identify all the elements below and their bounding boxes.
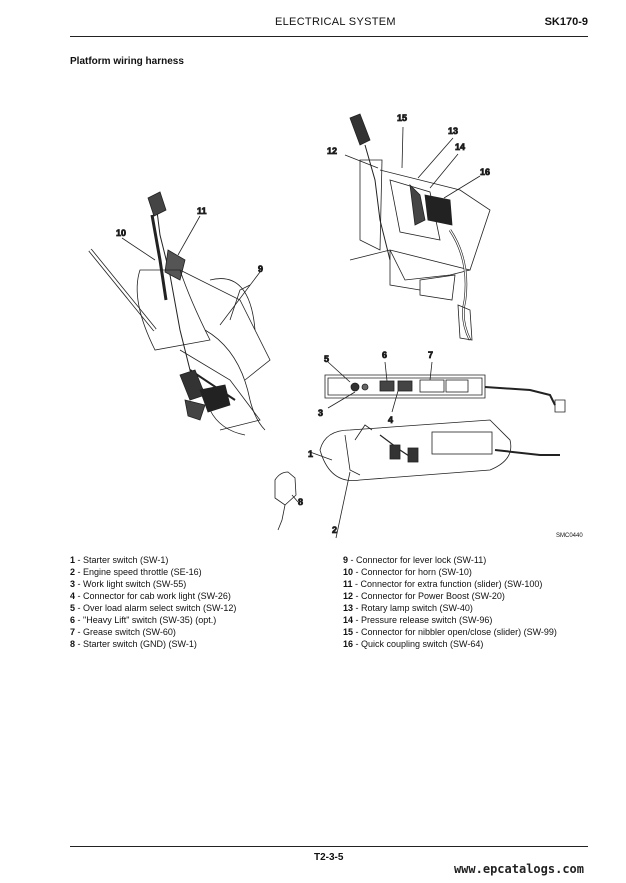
wiring-harness-figure: 1 2 3 4 5 6 7 8 9 10 11 12 13 14 15 16 [88, 113, 566, 539]
legend-item: 6 - "Heavy Lift" switch (SW-35) (opt.) [70, 615, 217, 625]
callout-11: 11 [197, 206, 207, 216]
header-title: ELECTRICAL SYSTEM [275, 16, 396, 28]
callout-8: 8 [298, 497, 303, 507]
legend-item: 8 - Starter switch (GND) (SW-1) [70, 639, 197, 649]
page-header: ELECTRICAL SYSTEM SK170-9 [70, 14, 588, 34]
callout-9: 9 [258, 264, 263, 274]
lower-harness-drawing [274, 419, 560, 539]
legend-item: 11 - Connector for extra function (slide… [343, 579, 543, 589]
header-rule [70, 36, 588, 37]
callout-16: 16 [480, 167, 490, 177]
callout-6: 6 [382, 350, 387, 360]
legend-item: 2 - Engine speed throttle (SE-16) [70, 567, 202, 577]
legend-item: 12 - Connector for Power Boost (SW-20) [343, 591, 505, 601]
legend-item: 16 - Quick coupling switch (SW-64) [343, 639, 484, 649]
callout-1: 1 [308, 449, 313, 459]
figure-code: SMC0440 [556, 533, 583, 539]
legend-item: 7 - Grease switch (SW-60) [70, 627, 176, 637]
callout-2: 2 [332, 525, 337, 535]
callout-5: 5 [324, 354, 329, 364]
legend-right: 9 - Connector for lever lock (SW-11) 10 … [343, 554, 603, 650]
footer-rule [70, 846, 588, 847]
callout-3: 3 [318, 408, 323, 418]
legend-item: 15 - Connector for nibbler open/close (s… [343, 627, 557, 637]
callout-13: 13 [448, 126, 458, 136]
left-console-drawing [88, 191, 271, 436]
callout-12: 12 [327, 146, 337, 156]
right-console-drawing [344, 113, 491, 341]
legend-item: 4 - Connector for cab work light (SW-26) [70, 591, 231, 601]
callout-14: 14 [455, 142, 465, 152]
callout-4: 4 [388, 415, 393, 425]
legend-item: 3 - Work light switch (SW-55) [70, 579, 187, 589]
callout-10: 10 [116, 228, 126, 238]
legend-item: 9 - Connector for lever lock (SW-11) [343, 555, 487, 565]
callout-15: 15 [397, 113, 407, 123]
switch-panel-drawing [324, 361, 566, 413]
section-title: Platform wiring harness [70, 56, 184, 67]
watermark-link[interactable]: www.epcatalogs.com [453, 862, 584, 876]
legend-left: 1 - Starter switch (SW-1) 2 - Engine spe… [70, 554, 330, 650]
legend-item: 10 - Connector for horn (SW-10) [343, 567, 472, 577]
legend-item: 14 - Pressure release switch (SW-96) [343, 615, 493, 625]
page-number: T2-3-5 [314, 852, 344, 863]
legend-item: 5 - Over load alarm select switch (SW-12… [70, 603, 237, 613]
legend-item: 13 - Rotary lamp switch (SW-40) [343, 603, 473, 613]
callout-7: 7 [428, 350, 433, 360]
header-model: SK170-9 [544, 16, 588, 28]
legend-item: 1 - Starter switch (SW-1) [70, 555, 169, 565]
